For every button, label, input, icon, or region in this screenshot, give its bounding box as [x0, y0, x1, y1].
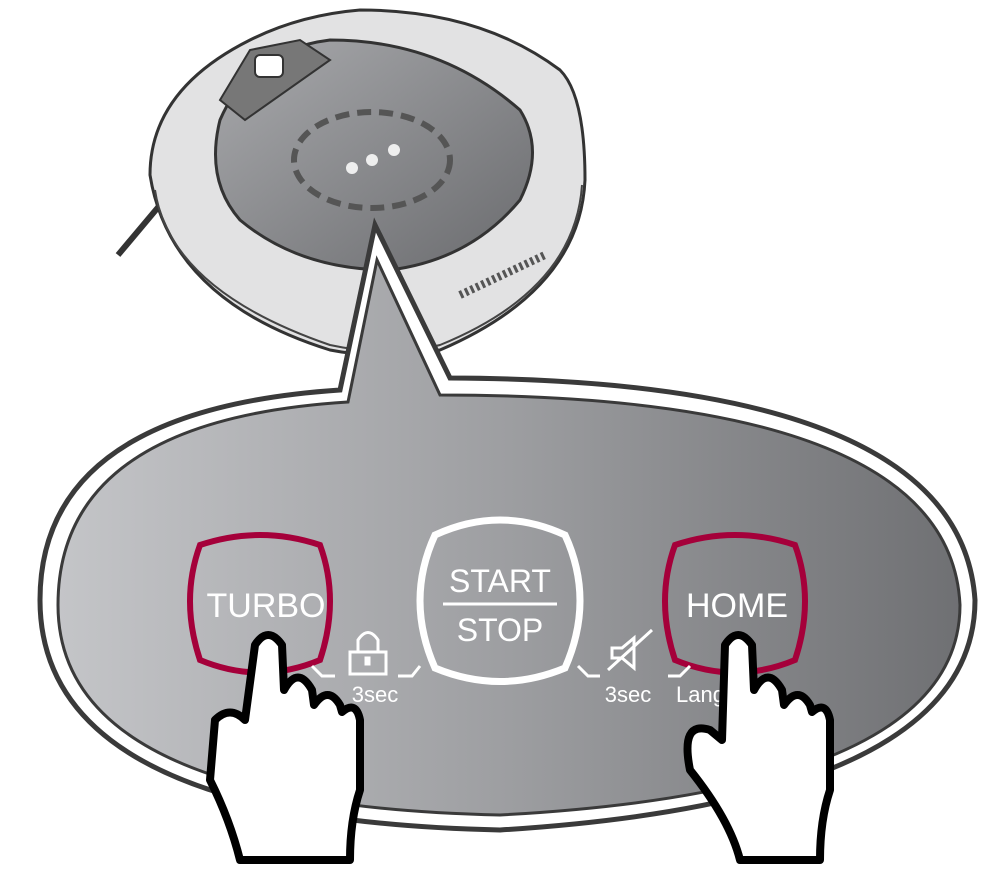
home-button[interactable]: HOME: [662, 532, 808, 676]
home-label: HOME: [686, 587, 788, 625]
mute-hold-text: 3sec: [605, 682, 651, 707]
mute-speaker-icon: [576, 628, 692, 678]
hand-pointer-icon: [206, 631, 364, 864]
control-panel-callout: [37, 217, 978, 833]
start-stop-button[interactable]: START STOP: [416, 516, 584, 685]
robot-vacuum-icon: [115, 8, 587, 357]
turbo-label: TURBO: [207, 587, 326, 625]
turbo-button[interactable]: TURBO: [187, 532, 333, 676]
lock-hold-text: 3sec: [352, 682, 398, 707]
hand-pointer-icon: [683, 631, 834, 864]
language-hold-text: Lang: [676, 682, 725, 707]
start-label: START: [449, 563, 551, 599]
stop-label: STOP: [457, 612, 544, 648]
lock-icon: [310, 631, 422, 678]
